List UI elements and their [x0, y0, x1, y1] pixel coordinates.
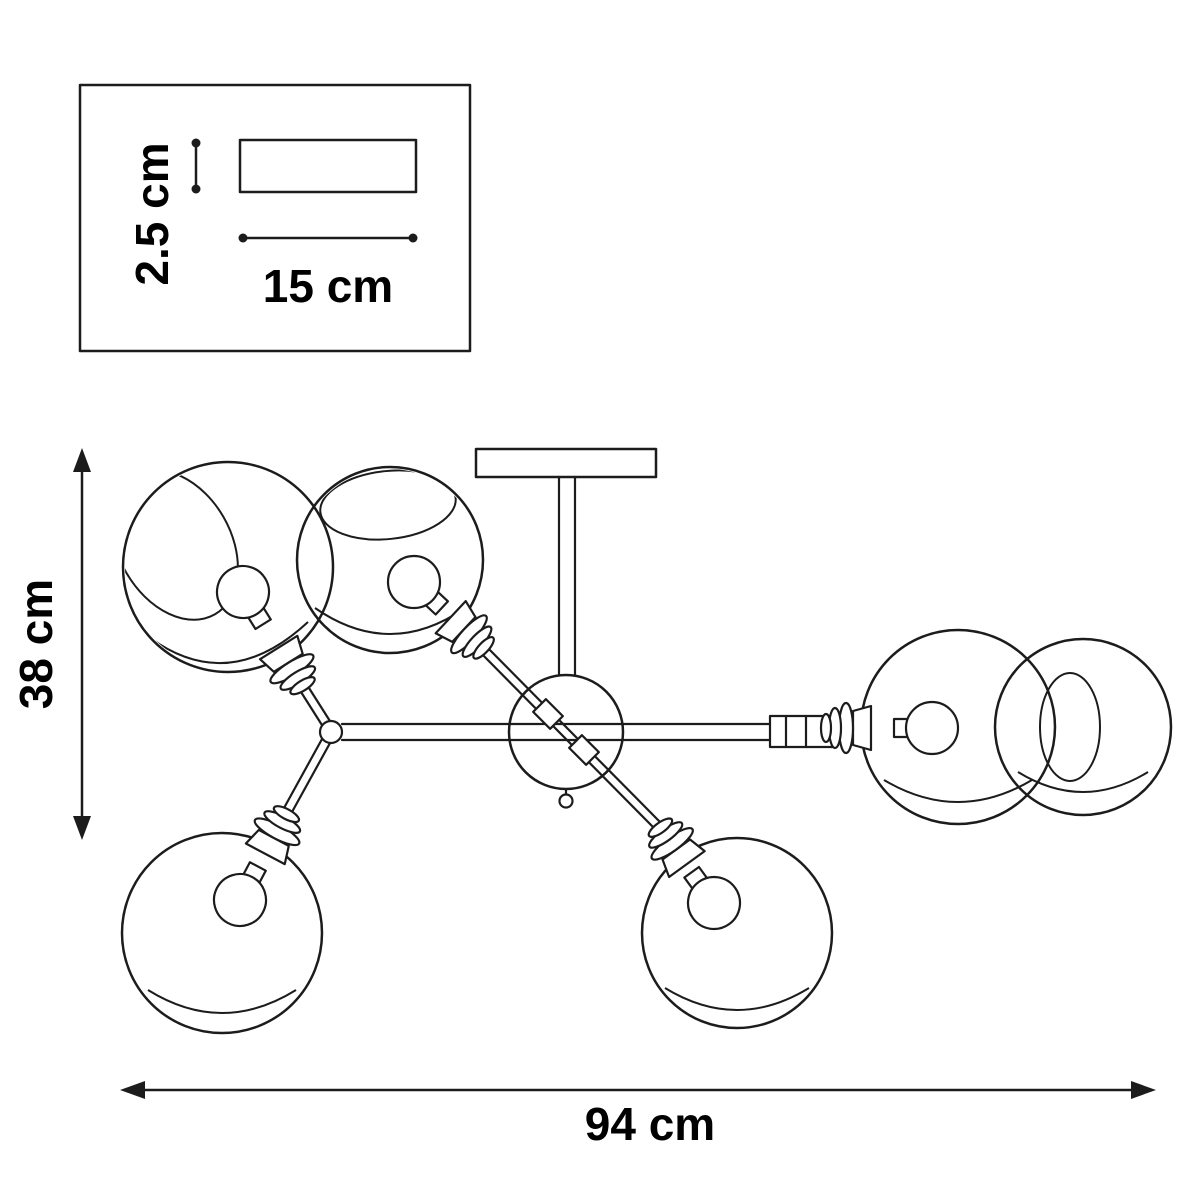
- fixture-width-dimension: 94 cm: [120, 1081, 1156, 1150]
- globe-upper-middle: [295, 465, 485, 655]
- hub-finial: [558, 787, 574, 809]
- globe-upper-left: [121, 460, 335, 674]
- fixture-height-label: 38 cm: [10, 579, 62, 709]
- inset-frame: [78, 83, 472, 353]
- mount-plate-profile: [238, 138, 418, 194]
- rod-clamp: [532, 698, 564, 730]
- branch-arms: [282, 686, 344, 814]
- socket-lower-middle: [647, 817, 706, 879]
- inset-width-label: 15 cm: [263, 260, 393, 312]
- bulb-upper-middle: [386, 554, 450, 616]
- ceiling-plate: [474, 447, 658, 479]
- central-hub: [507, 673, 625, 791]
- y-joint: [318, 719, 344, 745]
- bulb-upper-left: [215, 564, 272, 631]
- inset-height-dimension: 2.5 cm: [126, 138, 201, 286]
- socket-upper-middle: [434, 599, 495, 660]
- globe-lower-middle-detail: [664, 987, 810, 1011]
- rod-clamp: [568, 734, 600, 766]
- globe-lower-left-detail: [147, 989, 297, 1014]
- globe-lower-left: [120, 831, 324, 1035]
- fixture-height-dimension: 38 cm: [10, 448, 91, 840]
- globe-upper-middle-detail: [314, 469, 466, 635]
- bulb-right: [892, 700, 960, 756]
- globe-right-outer-detail: [1017, 672, 1149, 793]
- mount-plate-inset: 2.5 cm 15 cm: [78, 83, 472, 353]
- inset-height-label: 2.5 cm: [126, 142, 178, 285]
- stem: [557, 475, 577, 692]
- socket-upper-left: [258, 634, 317, 696]
- globe-lower-middle: [640, 836, 834, 1030]
- diagonal-arm: [469, 635, 661, 829]
- inset-width-dimension: 15 cm: [238, 233, 418, 312]
- globe-right-inner-detail: [883, 779, 1033, 803]
- fixture-width-label: 94 cm: [585, 1098, 715, 1150]
- chandelier: [120, 447, 1173, 1035]
- bulb-lower-left: [212, 861, 268, 928]
- socket-lower-left: [244, 805, 302, 866]
- globe-upper-left-detail: [125, 469, 309, 665]
- globe-right-outer: [993, 637, 1173, 817]
- bulb-lower-middle: [683, 865, 742, 931]
- socket-right: [819, 701, 873, 755]
